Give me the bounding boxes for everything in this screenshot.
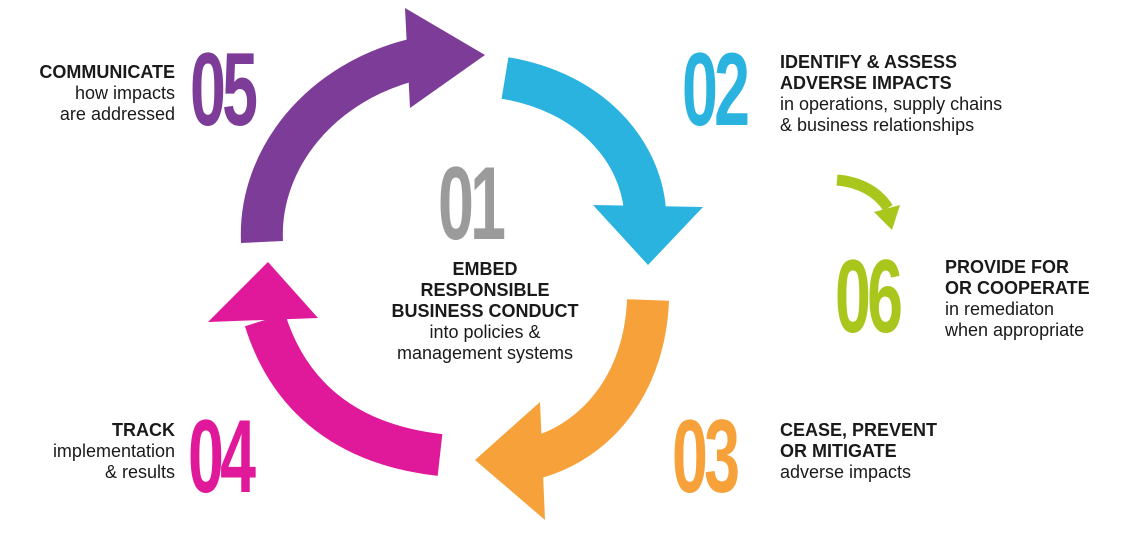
step-05-text: COMMUNICATE how impacts are addressed <box>0 62 175 125</box>
step-06-title-line1: PROVIDE FOR <box>945 257 1070 277</box>
step-01-title-line3: BUSINESS CONDUCT <box>391 301 579 321</box>
step-03-title-line1: CEASE, PREVENT <box>780 420 938 440</box>
step-06-sub-line2: when appropriate <box>945 320 1085 340</box>
purple-arrow <box>240 8 485 244</box>
step-03-number: 03 <box>672 399 740 515</box>
step-04-sub-line1: implementation <box>52 441 175 461</box>
step-05-number: 05 <box>190 32 258 148</box>
step-02-title-line1: IDENTIFY & ASSESS <box>780 52 958 72</box>
step-04-title-line1: TRACK <box>112 420 175 440</box>
step-03-text: CEASE, PREVENT OR MITIGATE adverse impac… <box>780 420 1080 483</box>
step-01-text: EMBED RESPONSIBLE BUSINESS CONDUCT into … <box>360 259 610 364</box>
step-01-title-line1: EMBED <box>452 259 518 279</box>
step-01-sub-line2: management systems <box>396 343 574 363</box>
step-04-number: 04 <box>188 399 256 515</box>
green-arrow <box>836 174 900 230</box>
step-02-number: 02 <box>682 32 750 148</box>
step-03-title-line2: OR MITIGATE <box>780 441 897 461</box>
step-01-title-line2: RESPONSIBLE <box>420 280 550 300</box>
step-06-sub-line1: in remediaton <box>945 299 1055 319</box>
step-06-title-line2: OR COOPERATE <box>945 278 1090 298</box>
blue-arrow <box>501 57 703 265</box>
step-03-sub-line1: adverse impacts <box>780 462 912 482</box>
step-05-sub-line1: how impacts <box>74 83 175 103</box>
step-01-number: 01 <box>438 146 506 262</box>
step-02-sub-line1: in operations, supply chains <box>780 94 1003 114</box>
step-05-title-line1: COMMUNICATE <box>39 62 175 82</box>
step-06-text: PROVIDE FOR OR COOPERATE in remediaton w… <box>945 257 1125 341</box>
step-02-sub-line2: & business relationships <box>780 115 975 135</box>
orange-arrow <box>475 298 669 520</box>
pink-arrow <box>208 262 443 476</box>
step-01-sub-line1: into policies & <box>429 322 541 342</box>
step-06-number: 06 <box>835 239 903 355</box>
step-05-sub-line2: are addressed <box>59 104 175 124</box>
step-02-text: IDENTIFY & ASSESS ADVERSE IMPACTS in ope… <box>780 52 1120 136</box>
step-04-sub-line2: & results <box>104 462 175 482</box>
step-04-text: TRACK implementation & results <box>20 420 175 483</box>
step-02-title-line2: ADVERSE IMPACTS <box>780 73 952 93</box>
